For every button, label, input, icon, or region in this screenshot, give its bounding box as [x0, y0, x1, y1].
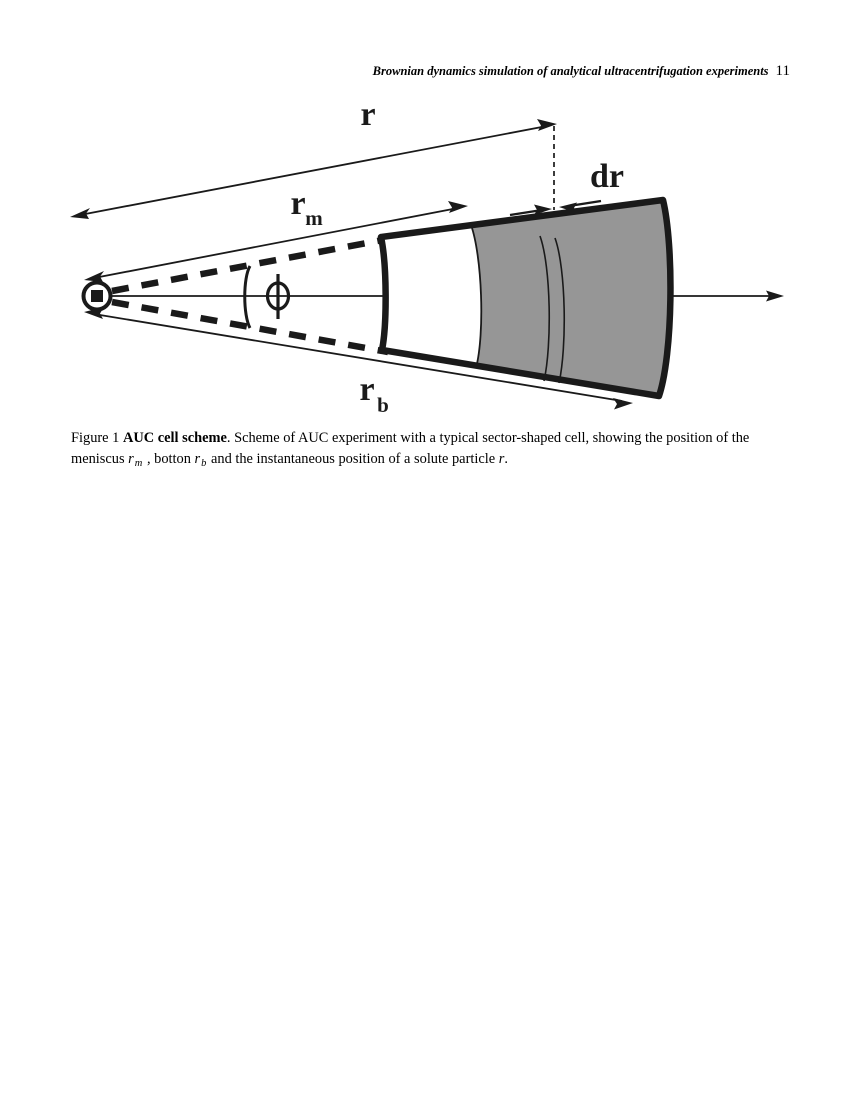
air-region	[381, 225, 482, 368]
svg-text:r: r	[359, 371, 374, 408]
caption-title: AUC cell scheme	[122, 430, 227, 446]
svg-text:r: r	[290, 185, 305, 222]
label-dr: dr	[590, 158, 624, 195]
sector-angle-icon	[243, 265, 291, 329]
dimension-arrow-dr	[509, 199, 602, 217]
label-rb: r b	[359, 371, 388, 417]
caption-symbol-r: r	[498, 451, 505, 467]
auc-cell-scheme-diagram: r r m r b dr	[70, 100, 784, 417]
label-rm: r m	[290, 185, 323, 230]
caption-symbol-rm: r	[128, 451, 134, 467]
caption-symbol-rb: r	[194, 451, 201, 467]
journal-title: Brownian dynamics simulation of analytic…	[372, 64, 769, 78]
page-number: 11	[775, 63, 790, 79]
dimension-arrow-rb	[84, 307, 633, 410]
figure-1: r r m r b dr	[50, 100, 810, 425]
dimension-arrow-rm	[84, 201, 468, 282]
dr-slice-arc-left	[539, 235, 551, 382]
caption-text-4: .	[504, 451, 508, 467]
rotation-center-icon	[81, 280, 113, 312]
caption-subscript-b: b	[201, 458, 207, 469]
svg-text:m: m	[305, 206, 323, 230]
label-r: r	[360, 100, 375, 133]
meniscus-arc	[470, 224, 483, 369]
solution-region	[471, 200, 671, 396]
phi-symbol	[265, 274, 291, 319]
figure-caption: Figure 1 AUC cell scheme. Scheme of AUC …	[71, 428, 776, 471]
sector-cell-shape	[377, 196, 674, 400]
dimension-arrow-r	[70, 119, 557, 219]
sector-boundary-lines	[111, 235, 389, 356]
caption-prefix: Figure 1	[71, 430, 123, 446]
svg-text:b: b	[377, 393, 389, 417]
cell-outline	[377, 196, 674, 400]
dr-slice-arc-right	[554, 237, 566, 384]
page-header: Brownian dynamics simulation of analytic…	[60, 62, 790, 80]
caption-text-1: . Scheme of AUC experiment with a typica…	[71, 430, 750, 467]
caption-subscript-m: m	[134, 458, 143, 469]
caption-text-3: and the instantaneous position of a solu…	[207, 451, 499, 467]
caption-text-2: , botton	[143, 451, 195, 467]
